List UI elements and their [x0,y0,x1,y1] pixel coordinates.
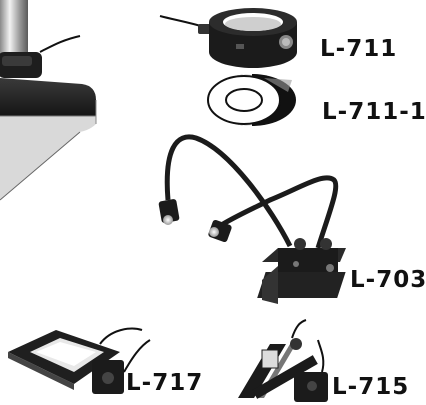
model-label-l711-1: L-711-1 [322,99,426,125]
model-label-l715: L-715 [332,374,410,400]
model-label-l703: L-703 [350,267,426,293]
model-label-l717: L-717 [126,370,204,396]
light-base-l717 [8,327,151,394]
ring-light-l711 [159,8,297,68]
light-stand-l715 [238,319,328,402]
diffuser-l711-1 [207,74,296,126]
gooseneck-light-l703 [158,134,346,304]
microscope-stand [0,0,97,201]
model-label-l711: L-711 [320,36,398,62]
